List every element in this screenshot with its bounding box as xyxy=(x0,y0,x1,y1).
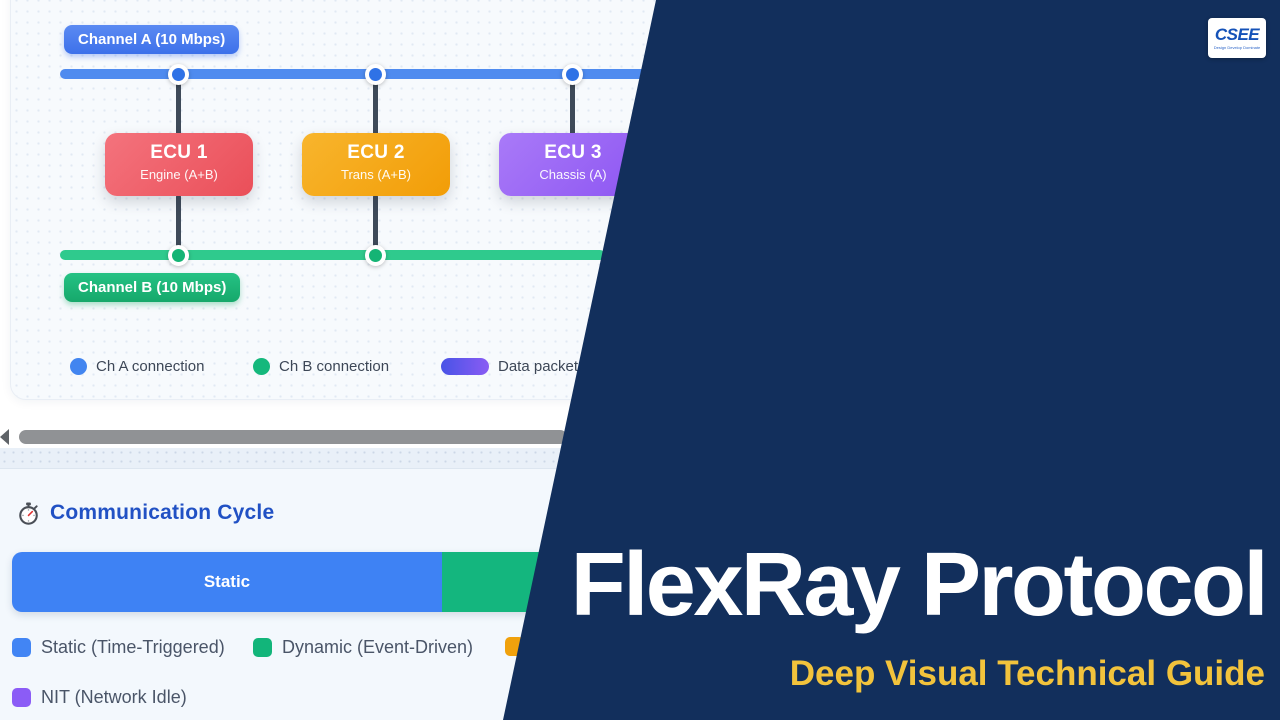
channel-a-node-ecu3 xyxy=(562,64,583,85)
legend-item-data-packet: Data packet xyxy=(441,358,578,375)
data-packet-swatch-icon xyxy=(441,358,489,375)
channel-a-node-ecu1 xyxy=(168,64,189,85)
channel-b-node-ecu2 xyxy=(365,245,386,266)
static-segment: Static xyxy=(12,552,442,612)
ch-b-swatch-icon xyxy=(253,358,270,375)
stopwatch-icon xyxy=(19,501,38,525)
ecu1-name: ECU 1 xyxy=(150,142,208,163)
ecu3-name: ECU 3 xyxy=(544,142,602,163)
csee-logo-text: CSEE xyxy=(1214,25,1260,44)
channel-b-node-ecu1 xyxy=(168,245,189,266)
cycle-section-heading: Communication Cycle xyxy=(50,501,275,524)
legend-item-nit: NIT (Network Idle) xyxy=(12,687,187,708)
legend-item-dynamic: Dynamic (Event-Driven) xyxy=(253,637,473,658)
legend-item-ch-a: Ch A connection xyxy=(70,358,204,375)
channel-a-badge: Channel A (10 Mbps) xyxy=(64,25,240,54)
channel-b-bus-line xyxy=(60,250,605,260)
ecu3-channel-a-connector xyxy=(570,82,575,135)
static-segment-label: Static xyxy=(203,572,251,591)
ch-a-swatch-icon xyxy=(70,358,87,375)
ecu1-channel-b-connector xyxy=(176,195,181,252)
ecu2-channel-b-connector xyxy=(373,195,378,252)
ecu2-channel-a-connector xyxy=(373,82,378,135)
legend-label-ch-b: Ch B connection xyxy=(279,358,390,375)
dotted-divider-band xyxy=(0,448,720,468)
legend-item-static: Static (Time-Triggered) xyxy=(12,637,225,658)
cycle-heading-row: Communication Cycle xyxy=(17,501,274,525)
legend-label-ch-a: Ch A connection xyxy=(96,358,205,375)
ecu2-desc: Trans (A+B) xyxy=(341,167,411,182)
legend-label-data-packet: Data packet xyxy=(498,358,579,375)
horizontal-scrollbar-thumb[interactable] xyxy=(19,430,567,444)
ecu1-channel-a-connector xyxy=(176,82,181,135)
ecu1-box: ECU 1 Engine (A+B) xyxy=(105,133,253,196)
channel-a-bus-line xyxy=(60,69,660,79)
nit-swatch-icon xyxy=(12,688,31,707)
dynamic-swatch-icon xyxy=(253,638,272,657)
channel-b-badge: Channel B (10 Mbps) xyxy=(64,273,241,302)
legend-label-dynamic: Dynamic (Event-Driven) xyxy=(282,637,474,657)
ecu2-name: ECU 2 xyxy=(347,142,405,163)
csee-logo: CSEE Design Develop Dominate xyxy=(1208,18,1266,58)
ecu1-desc: Engine (A+B) xyxy=(140,167,218,182)
static-swatch-icon xyxy=(12,638,31,657)
scrollbar-left-arrow-icon[interactable] xyxy=(0,429,9,445)
legend-label-static: Static (Time-Triggered) xyxy=(41,637,225,657)
channel-a-node-ecu2 xyxy=(365,64,386,85)
hero-subtitle: Deep Visual Technical Guide xyxy=(789,654,1265,693)
legend-label-nit: NIT (Network Idle) xyxy=(41,687,187,707)
ecu3-desc: Chassis (A) xyxy=(539,167,607,182)
legend-item-ch-b: Ch B connection xyxy=(253,358,389,375)
bus-topology-card xyxy=(10,0,702,400)
ecu2-box: ECU 2 Trans (A+B) xyxy=(302,133,450,196)
hero-title: FlexRay Protocol xyxy=(570,535,1269,635)
csee-logo-tagline: Design Develop Dominate xyxy=(1213,45,1261,50)
